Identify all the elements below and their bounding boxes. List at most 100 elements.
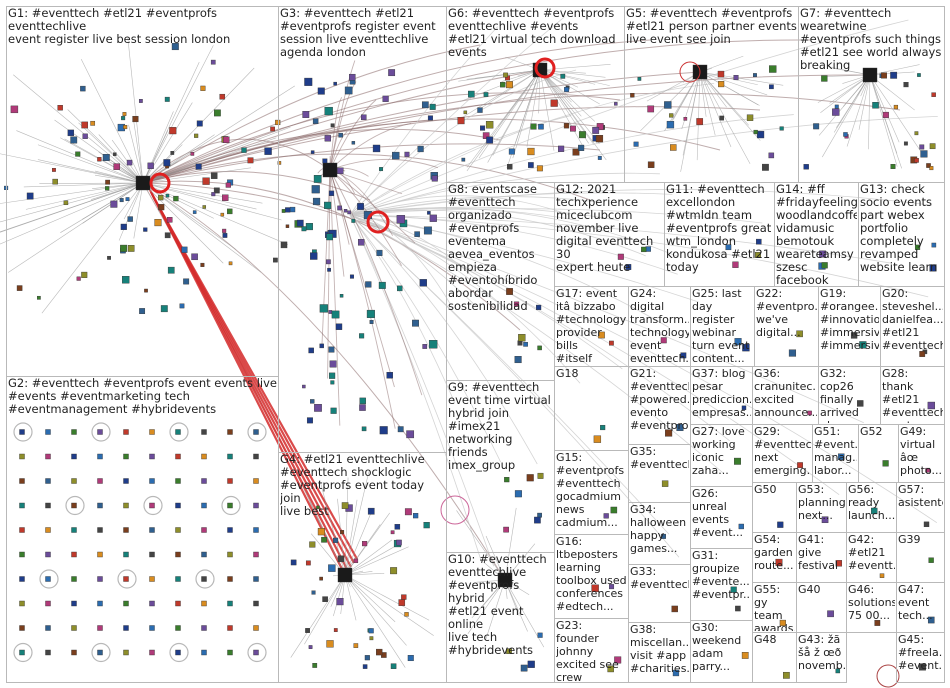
graph-node[interactable] (285, 224, 290, 228)
graph-node[interactable] (107, 255, 111, 260)
graph-node[interactable] (227, 429, 233, 435)
graph-node[interactable] (10, 105, 19, 114)
graph-node[interactable] (397, 285, 403, 292)
graph-node[interactable] (428, 340, 438, 349)
graph-node[interactable] (641, 246, 647, 253)
graph-node[interactable] (413, 513, 419, 519)
graph-node[interactable] (164, 96, 170, 102)
graph-node[interactable] (123, 527, 129, 533)
graph-node[interactable] (835, 560, 843, 567)
graph-node[interactable] (372, 144, 381, 153)
graph-node[interactable] (81, 121, 89, 129)
graph-node[interactable] (882, 111, 889, 118)
graph-node[interactable] (52, 178, 58, 185)
graph-node[interactable] (527, 660, 535, 668)
graph-node[interactable] (247, 157, 254, 164)
graph-node[interactable] (578, 131, 586, 139)
graph-node[interactable] (253, 502, 259, 509)
graph-node[interactable] (406, 430, 415, 439)
graph-node[interactable] (253, 453, 259, 460)
graph-node[interactable] (338, 132, 343, 138)
graph-node[interactable] (734, 338, 742, 346)
graph-node[interactable] (26, 192, 34, 200)
graph-node[interactable] (404, 612, 409, 617)
graph-node[interactable] (309, 541, 316, 548)
graph-node[interactable] (386, 371, 393, 379)
graph-node[interactable] (630, 93, 635, 98)
graph-node[interactable] (158, 204, 165, 211)
graph-node[interactable] (223, 136, 230, 143)
graph-node[interactable] (175, 649, 181, 656)
graph-node[interactable] (126, 159, 133, 166)
graph-node[interactable] (304, 77, 313, 86)
graph-node[interactable] (670, 144, 677, 151)
graph-node[interactable] (169, 127, 177, 135)
graph-node[interactable] (210, 172, 218, 179)
graph-node[interactable] (305, 560, 311, 566)
graph-node[interactable] (97, 649, 103, 656)
graph-node[interactable] (741, 652, 749, 659)
graph-node[interactable] (19, 429, 25, 435)
graph-node[interactable] (121, 116, 126, 121)
graph-node[interactable] (310, 252, 318, 260)
graph-node[interactable] (173, 195, 179, 202)
graph-node[interactable] (45, 576, 51, 582)
graph-node[interactable] (280, 241, 288, 249)
graph-node[interactable] (311, 185, 320, 194)
graph-node[interactable] (779, 619, 786, 627)
graph-node[interactable] (683, 117, 688, 121)
graph-node[interactable] (508, 148, 515, 155)
graph-node[interactable] (368, 628, 374, 634)
graph-node[interactable] (537, 345, 542, 351)
graph-node[interactable] (564, 87, 570, 92)
graph-node[interactable] (349, 73, 356, 81)
graph-node[interactable] (813, 123, 820, 130)
graph-node[interactable] (149, 649, 155, 656)
graph-node[interactable] (97, 576, 103, 582)
graph-node[interactable] (457, 117, 465, 125)
graph-node[interactable] (920, 150, 928, 158)
graph-node[interactable] (779, 126, 784, 131)
graph-node[interactable] (253, 625, 259, 631)
graph-node[interactable] (528, 162, 534, 168)
graph-node[interactable] (312, 197, 321, 206)
graph-node[interactable] (123, 453, 129, 460)
graph-node[interactable] (82, 133, 88, 139)
graph-node[interactable] (228, 261, 233, 266)
graph-node[interactable] (890, 164, 896, 169)
graph-node[interactable] (45, 649, 51, 656)
graph-node[interactable] (97, 453, 103, 460)
graph-node[interactable] (914, 244, 921, 250)
graph-node[interactable] (768, 152, 775, 159)
graph-node[interactable] (591, 584, 599, 592)
graph-node[interactable] (617, 253, 624, 260)
graph-node[interactable] (600, 424, 606, 431)
graph-node[interactable] (362, 664, 368, 669)
graph-node[interactable] (756, 238, 762, 245)
graph-node[interactable] (536, 165, 543, 172)
graph-node[interactable] (317, 528, 326, 536)
graph-node[interactable] (201, 576, 207, 582)
graph-node[interactable] (504, 477, 510, 483)
graph-node[interactable] (275, 119, 281, 126)
graph-node[interactable] (404, 508, 412, 516)
graph-node[interactable] (609, 340, 614, 346)
graph-node[interactable] (264, 147, 272, 155)
graph-node[interactable] (733, 75, 739, 81)
graph-node[interactable] (351, 141, 356, 145)
graph-node[interactable] (351, 218, 356, 223)
graph-node[interactable] (97, 625, 103, 631)
graph-node[interactable] (423, 226, 432, 235)
graph-node[interactable] (175, 478, 181, 484)
graph-node[interactable] (340, 530, 345, 535)
graph-node[interactable] (783, 671, 790, 679)
graph-node[interactable] (353, 558, 359, 564)
graph-node[interactable] (201, 453, 207, 460)
graph-node[interactable] (335, 323, 343, 330)
graph-node[interactable] (227, 625, 233, 631)
graph-node[interactable] (337, 167, 344, 175)
graph-node[interactable] (149, 600, 155, 607)
graph-node[interactable] (914, 131, 919, 136)
graph-node[interactable] (317, 87, 325, 95)
graph-node[interactable] (120, 244, 128, 252)
